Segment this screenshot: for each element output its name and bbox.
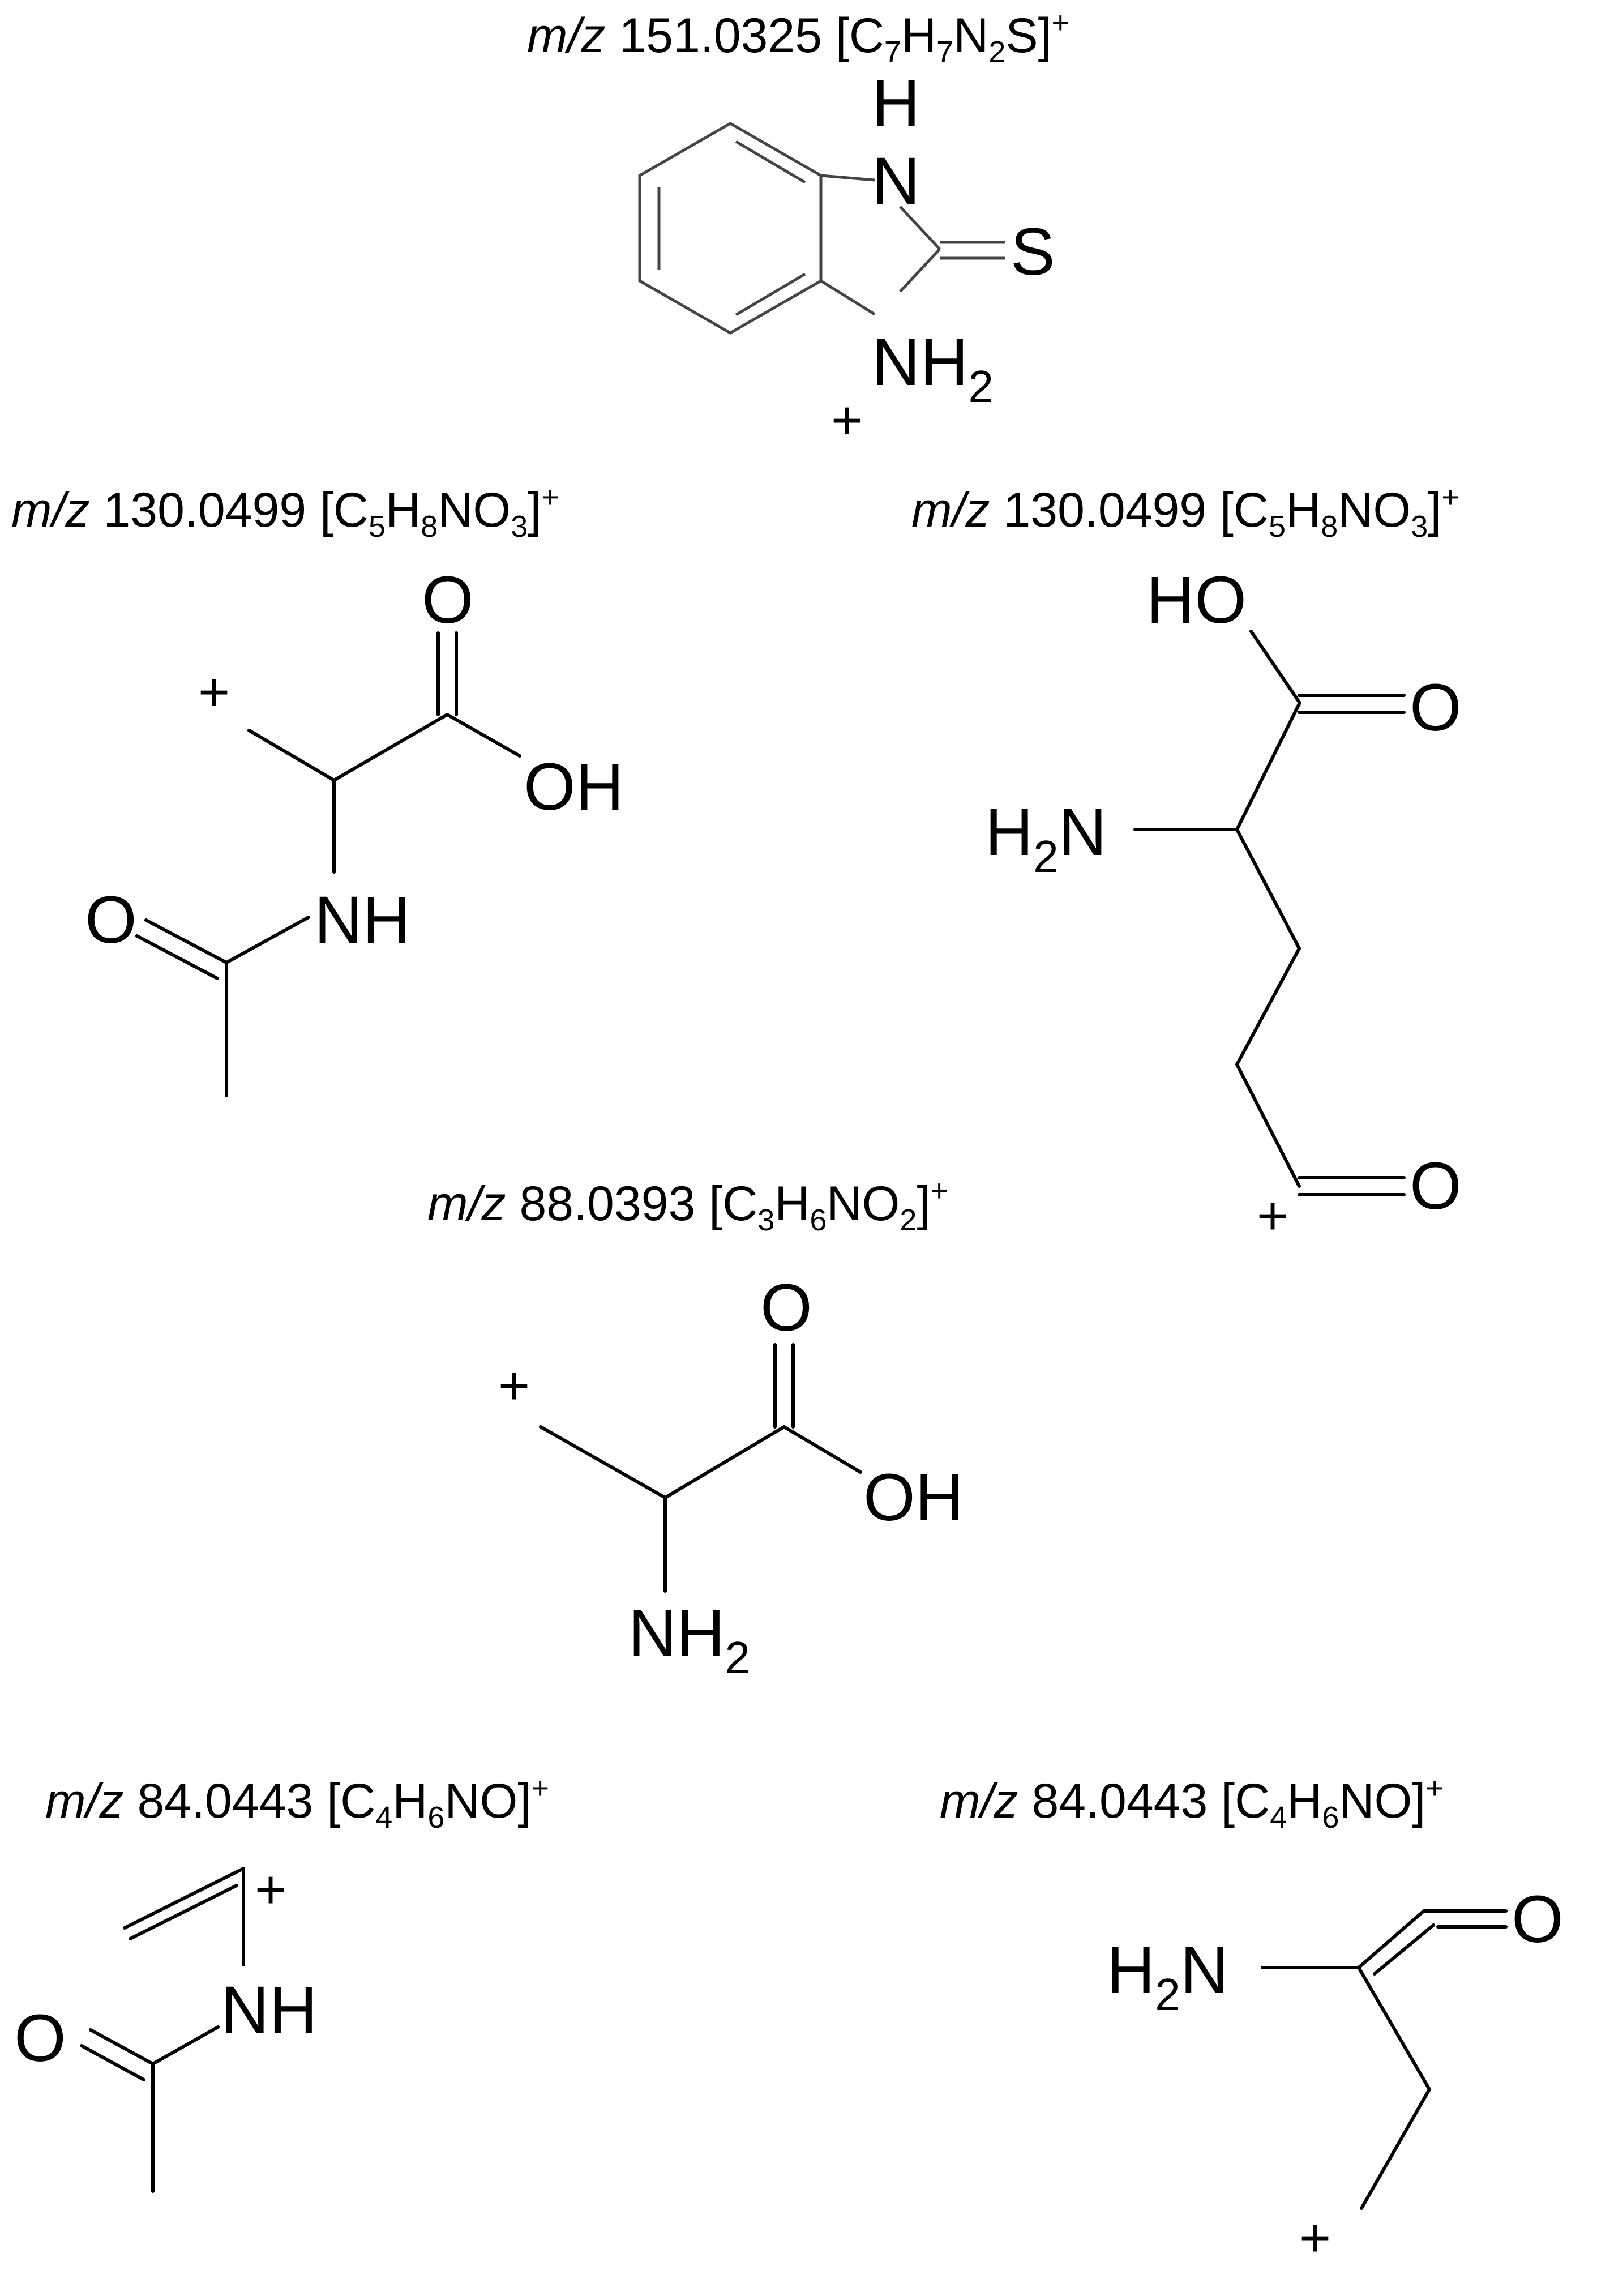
aromatic-inner-bond: [735, 140, 806, 184]
bond: [1235, 702, 1301, 831]
fragment-130-right: m/z 130.0499 [C5H8NO3]+ HO O H2N O +: [911, 480, 1462, 1246]
atom-h2n: H2N: [1107, 1933, 1228, 2020]
bond-n-c: [151, 2025, 220, 2066]
bond: [332, 713, 449, 782]
bond-c-oh: [782, 1425, 862, 1474]
fragment-84-left: m/z 84.0443 [C4H6NO]+ + NH O: [14, 1771, 549, 2193]
fragment-130-left: m/z 130.0499 [C5H8NO3]+ + O OH O NH: [11, 480, 624, 1097]
caption-fragment-84-left: m/z 84.0443 [C4H6NO]+: [45, 1771, 549, 1835]
atom-h-top: H: [872, 66, 920, 140]
benzene-ring: [638, 122, 823, 335]
bond-ho-c: [1249, 630, 1301, 704]
double-bond-c-c: [1373, 1923, 1435, 1976]
bond-n-c: [225, 916, 310, 964]
bond-c-n-top: [820, 174, 875, 182]
positive-charge: +: [255, 1859, 286, 1920]
atom-o-right: O: [1512, 1882, 1564, 1957]
atom-nh: NH: [314, 883, 410, 957]
atom-o-top: O: [422, 563, 474, 638]
atom-nh2: NH2: [628, 1596, 750, 1683]
fragment-88: m/z 88.0393 [C3H6NO2]+ + O OH NH2: [427, 1174, 964, 1683]
positive-charge: +: [498, 1356, 530, 1416]
double-bond-c-o: [144, 918, 228, 964]
bond-c-oh: [446, 713, 521, 758]
atom-h2n: H2N: [985, 795, 1107, 882]
double-bond-c-o: [89, 2028, 155, 2066]
caption-fragment-84-right: m/z 84.0443 [C4H6NO]+: [940, 1771, 1444, 1835]
atom-ho: HO: [1146, 563, 1247, 638]
bond: [1235, 828, 1301, 950]
bond: [1235, 1063, 1301, 1188]
bond-n-c-bottom: [820, 279, 876, 316]
double-bond-c-o: [80, 2044, 145, 2081]
bond-n-c2-top: [899, 206, 941, 250]
caption-fragment-88: m/z 88.0393 [C3H6NO2]+: [427, 1174, 948, 1237]
caption-fragment-130-right: m/z 130.0499 [C5H8NO3]+: [911, 480, 1459, 544]
atom-nh: NH: [221, 1973, 317, 2047]
benzimidazole-thione-structure: [638, 122, 1005, 335]
fragment-84-right: m/z 84.0443 [C4H6NO]+ O H2N +: [940, 1771, 1564, 2268]
positive-charge: +: [1299, 2208, 1331, 2268]
bond: [1357, 1966, 1431, 2091]
atom-n-top: N: [872, 144, 920, 219]
double-bond-c-c: [1357, 1909, 1425, 1969]
positive-charge: +: [831, 390, 863, 451]
caption-fragment-151: m/z 151.0325 [C7H7N2S]+: [527, 6, 1069, 69]
atom-o-right: O: [1410, 670, 1462, 745]
atom-o-left: O: [85, 883, 137, 957]
bond: [1360, 2088, 1431, 2210]
atom-s: S: [1011, 215, 1055, 289]
bond: [663, 1425, 786, 1499]
atom-o-top: O: [760, 1271, 812, 1345]
caption-fragment-130-left: m/z 130.0499 [C5H8NO3]+: [11, 480, 559, 544]
bond-c2-n-bottom: [899, 248, 941, 293]
bond: [1235, 947, 1301, 1066]
atom-o-left: O: [14, 2001, 66, 2076]
atom-oh: OH: [863, 1460, 964, 1535]
atom-oh: OH: [524, 750, 624, 824]
positive-charge: +: [198, 662, 230, 722]
fragment-151: m/z 151.0325 [C7H7N2S]+ H N S NH2 +: [527, 6, 1069, 451]
aromatic-inner-bond: [735, 272, 806, 317]
double-bond-c-o: [135, 934, 219, 980]
atom-nh2-bottom: NH2: [872, 325, 994, 412]
double-bond-vinyl: [123, 1867, 245, 1930]
atom-o-bottom: O: [1410, 1149, 1462, 1224]
bond: [247, 729, 336, 782]
bond: [539, 1425, 667, 1499]
positive-charge: +: [1257, 1186, 1288, 1246]
double-bond-vinyl: [129, 1884, 238, 1940]
